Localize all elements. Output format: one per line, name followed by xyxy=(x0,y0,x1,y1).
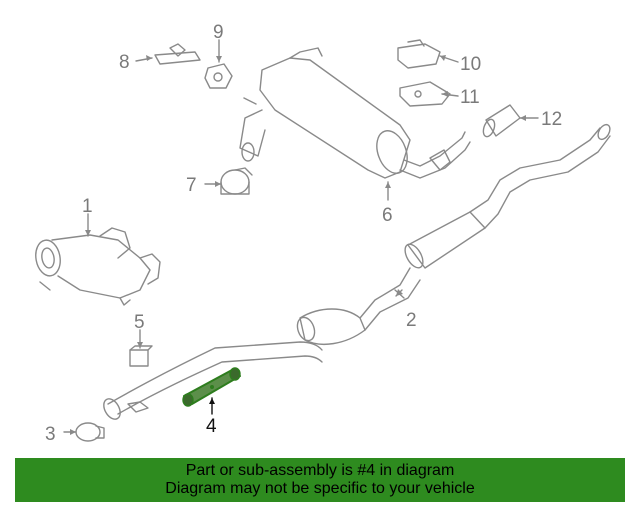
callout-7: 7 xyxy=(186,175,197,196)
callout-4[interactable]: 4 xyxy=(206,416,217,437)
clamp-3 xyxy=(75,422,105,442)
callout-5: 5 xyxy=(134,312,145,333)
part-info-banner: Part or sub-assembly is #4 in diagram Di… xyxy=(15,458,625,502)
banner-line-2: Diagram may not be specific to your vehi… xyxy=(165,480,475,497)
catalytic-converter xyxy=(35,227,161,306)
bracket-11 xyxy=(399,81,451,107)
center-pipe-assembly xyxy=(296,123,611,345)
callout-6: 6 xyxy=(382,205,393,226)
callout-arrowheads xyxy=(70,55,526,435)
callout-4-arrowhead xyxy=(209,398,215,404)
callout-10: 10 xyxy=(460,54,481,75)
callout-11: 11 xyxy=(460,87,480,108)
exhaust-tip-12 xyxy=(482,104,521,138)
callout-1: 1 xyxy=(82,196,93,217)
callout-8: 8 xyxy=(119,52,130,73)
rear-muffler xyxy=(239,47,471,179)
callout-12: 12 xyxy=(541,109,562,130)
hanger-bracket-8 xyxy=(154,43,201,65)
front-exhaust-pipe xyxy=(103,341,323,420)
insulator-9 xyxy=(204,63,233,89)
bracket-10 xyxy=(397,39,441,69)
callout-2: 2 xyxy=(406,310,417,331)
part-4-highlighted[interactable] xyxy=(182,367,241,407)
callout-9: 9 xyxy=(213,22,224,43)
clamp-7 xyxy=(220,167,253,195)
banner-line-1: Part or sub-assembly is #4 in diagram xyxy=(185,462,455,479)
rubber-mount-5 xyxy=(129,345,153,367)
callout-3: 3 xyxy=(45,424,56,445)
exhaust-system-diagram: 1 2 3 4 5 6 7 8 9 10 11 12 xyxy=(35,22,611,445)
